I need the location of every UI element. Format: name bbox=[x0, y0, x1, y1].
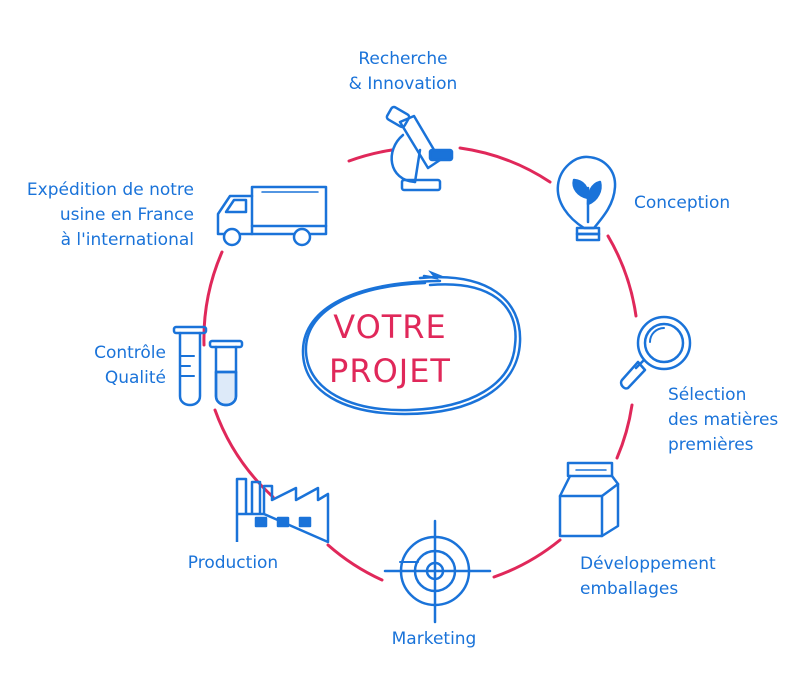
step-label-line: usine en France bbox=[59, 205, 194, 225]
step-label-conception: Conception bbox=[634, 191, 784, 216]
magnifier-icon bbox=[619, 315, 692, 390]
step-label-line: des matières bbox=[668, 410, 779, 430]
package-bag-icon bbox=[558, 461, 620, 538]
step-label-shipping: Expédition de notre usine en France à l'… bbox=[2, 178, 194, 253]
center-ellipse bbox=[301, 270, 522, 416]
step-label-raw-materials: Sélection des matières premières bbox=[668, 383, 796, 458]
center-title-line-2: PROJET bbox=[329, 352, 451, 390]
target-icon bbox=[383, 519, 492, 624]
truck-icon bbox=[216, 185, 328, 247]
step-label-line: Qualité bbox=[104, 368, 166, 388]
step-label-research: Recherche & Innovation bbox=[330, 47, 476, 97]
step-label-line: Développement bbox=[580, 554, 716, 574]
lightbulb-plant-icon bbox=[556, 155, 617, 242]
step-label-line: Sélection bbox=[668, 385, 747, 405]
step-label-line: premières bbox=[668, 435, 754, 455]
step-label-line: Expédition de notre bbox=[26, 180, 194, 200]
step-label-line: Marketing bbox=[391, 629, 477, 649]
step-label-line: Production bbox=[187, 553, 279, 573]
step-label-marketing: Marketing bbox=[370, 627, 498, 652]
step-label-line: Conception bbox=[634, 193, 731, 213]
step-label-line: Recherche bbox=[358, 49, 448, 69]
center-title-line-1: VOTRE bbox=[333, 308, 447, 346]
center-title: VOTRE PROJET bbox=[300, 305, 480, 393]
microscope-icon bbox=[385, 105, 454, 192]
step-label-line: & Innovation bbox=[348, 74, 458, 94]
step-label-line: Contrôle bbox=[94, 343, 166, 363]
test-tubes-icon bbox=[172, 325, 244, 407]
step-label-packaging: Développement emballages bbox=[580, 552, 760, 602]
step-label-quality: Contrôle Qualité bbox=[56, 341, 166, 391]
process-ring bbox=[202, 146, 638, 582]
step-label-production: Production bbox=[168, 551, 298, 576]
step-label-line: à l'international bbox=[60, 230, 194, 250]
step-label-line: emballages bbox=[580, 579, 679, 599]
factory-icon bbox=[235, 477, 330, 544]
